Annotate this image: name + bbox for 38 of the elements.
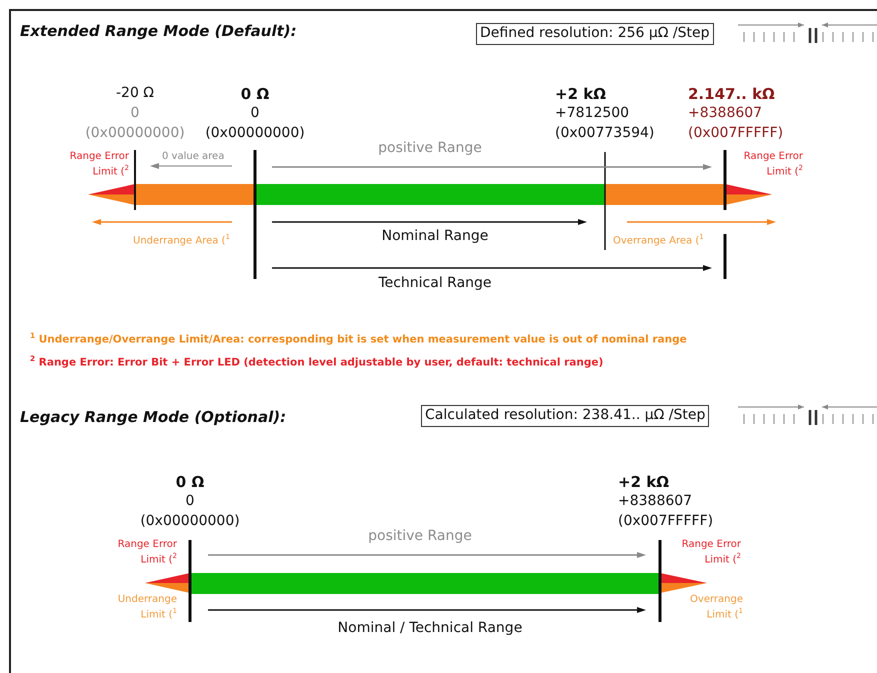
- resistance-value: -20 Ω: [114, 85, 155, 102]
- range-label: positive Range: [377, 140, 483, 158]
- resistance-value: 0 Ω: [174, 473, 206, 492]
- range-label: Nominal / Technical Range: [336, 620, 524, 638]
- underrange-note: Underrange Area ($^{1}$: [133, 233, 231, 248]
- range-error-note: Range Error Limit ($^{2}$: [680, 539, 741, 566]
- resistance-value: +2 kΩ: [555, 85, 607, 104]
- footnote: $^{1}$ Underrange/Overrange Limit/Area: corresponding bit is set when measurement value is out of nominal range: [30, 331, 688, 347]
- decimal-value: +7812500: [555, 105, 630, 122]
- footnote: $^{2}$ Range Error: Error Bit + Error LED (detection level adjustable by user, default: technical range): [30, 354, 604, 370]
- range-error-note: Range Error Limit ($^{2}$: [68, 151, 129, 178]
- decimal-value: 0: [184, 493, 196, 510]
- range-label: positive Range: [367, 528, 473, 546]
- hex-value: (0x00000000): [84, 125, 186, 142]
- range-label: Technical Range: [377, 275, 493, 292]
- section-heading: Legacy Range Mode (Optional):: [20, 408, 288, 427]
- overrange-note: Overrange Area ($^{1}$: [613, 233, 705, 248]
- resolution-box: Defined resolution: 256 µΩ /Step: [476, 23, 714, 44]
- hex-value: (0x007FFFFF): [618, 513, 714, 530]
- resistance-value: 0 Ω: [240, 85, 270, 104]
- range-error-note: Range Error Limit ($^{2}$: [742, 151, 803, 178]
- hex-value: (0x00000000): [204, 125, 306, 142]
- range-label: Nominal Range: [380, 228, 490, 246]
- decimal-value: +8388607: [618, 493, 694, 510]
- overrange-note: Overrange Limit ($^{1}$: [689, 594, 743, 622]
- resolution-box: Calculated resolution: 238.41.. µΩ /Step: [421, 405, 710, 426]
- underrange-note: Underrange Limit ($^{1}$: [116, 594, 177, 622]
- hex-value: (0x007FFFFF): [688, 125, 784, 142]
- section-heading: Extended Range Mode (Default):: [20, 22, 298, 41]
- decimal-value: +8388607: [688, 105, 764, 122]
- zero-area-label: 0 value area: [162, 151, 226, 164]
- decimal-value: 0: [130, 105, 140, 122]
- hex-value: (0x00773594): [555, 125, 656, 142]
- hex-value: (0x00000000): [139, 513, 241, 530]
- resistance-value: 2.147.. kΩ: [688, 85, 776, 104]
- resistance-value: +2 kΩ: [618, 473, 670, 492]
- range-error-note: Range Error Limit ($^{2}$: [116, 539, 177, 566]
- decimal-value: 0: [250, 105, 260, 122]
